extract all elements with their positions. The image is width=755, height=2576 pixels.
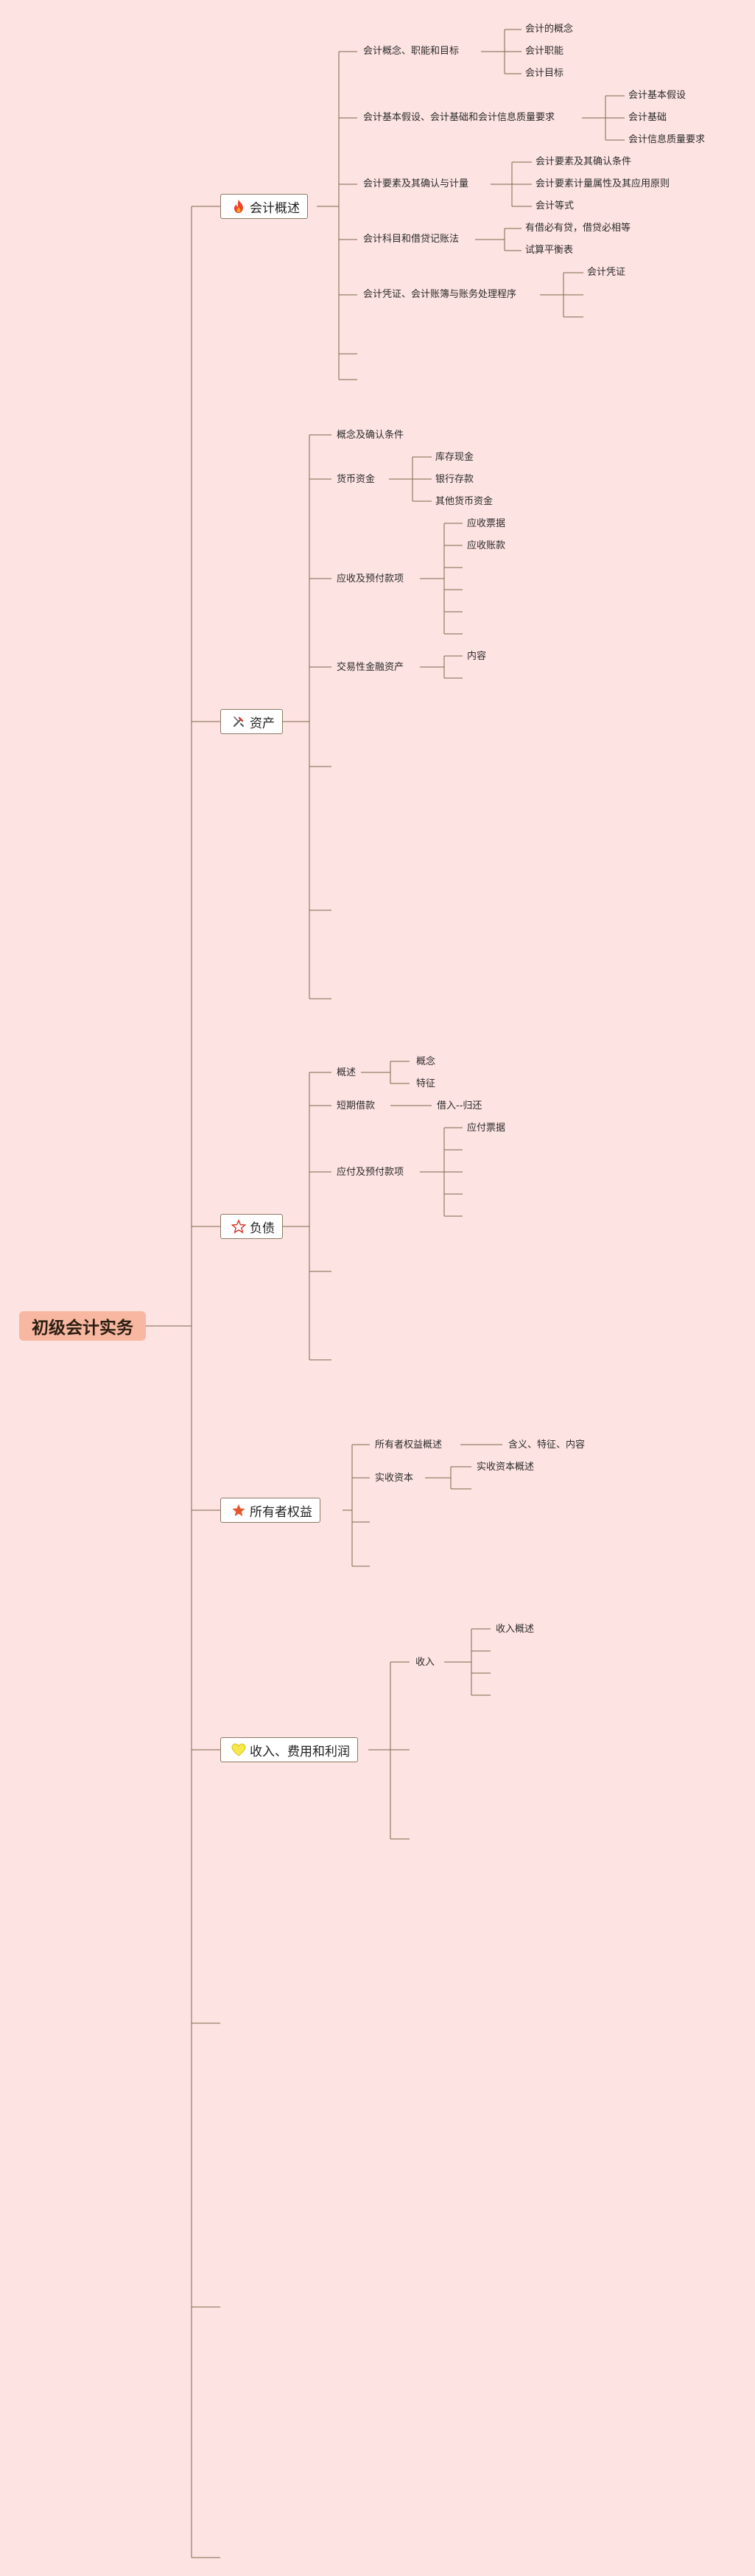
node-paid-in-capital[interactable]: 实收资本 — [375, 1473, 414, 1484]
fire-icon — [231, 199, 246, 214]
node-concept-functions-goals[interactable]: 会计概念、职能和目标 — [363, 46, 460, 57]
node-leaf[interactable]: 会计的概念 — [525, 24, 574, 35]
topic-liabilities[interactable]: 负债 — [220, 1214, 283, 1239]
node-leaf[interactable]: 会计要素计量属性及其应用原则 — [535, 178, 670, 189]
node-leaf[interactable]: 会计职能 — [525, 46, 564, 57]
node-leaf[interactable]: 库存现金 — [435, 452, 474, 463]
node-leaf[interactable]: 会计信息质量要求 — [628, 134, 706, 145]
node-receivables-prepayments[interactable]: 应收及预付款项 — [337, 573, 404, 584]
node-leaf[interactable]: 试算平衡表 — [525, 245, 574, 256]
node-leaf[interactable]: 会计要素及其确认条件 — [535, 156, 632, 167]
heart-icon — [231, 1742, 246, 1757]
node-leaf[interactable]: 有借必有贷，借贷必相等 — [525, 223, 631, 234]
node-equity-overview[interactable]: 所有者权益概述 — [375, 1439, 443, 1451]
topic-label: 所有者权益 — [250, 1504, 312, 1520]
node-leaf[interactable]: 应收票据 — [467, 518, 506, 529]
node-elements-recognition[interactable]: 会计要素及其确认与计量 — [363, 178, 469, 189]
node-accounts-debit-credit[interactable]: 会计科目和借贷记账法 — [363, 234, 460, 245]
node-leaf[interactable]: 收入概述 — [496, 1624, 535, 1635]
node-leaf[interactable]: 概念 — [416, 1056, 436, 1067]
node-concept-recognition[interactable]: 概念及确认条件 — [337, 430, 404, 441]
node-leaf[interactable]: 内容 — [467, 651, 487, 662]
node-leaf[interactable]: 实收资本概述 — [477, 1462, 535, 1473]
node-liabilities-overview[interactable]: 概述 — [337, 1067, 357, 1078]
topic-label: 资产 — [250, 716, 275, 731]
node-short-term-loans[interactable]: 短期借款 — [337, 1100, 376, 1111]
topic-label: 负债 — [250, 1221, 275, 1236]
star-outline-icon — [231, 1218, 246, 1234]
node-leaf[interactable]: 会计凭证 — [587, 267, 626, 278]
node-monetary-funds[interactable]: 货币资金 — [337, 474, 376, 485]
node-revenue[interactable]: 收入 — [415, 1657, 435, 1668]
topic-label: 收入、费用和利润 — [250, 1744, 350, 1759]
node-leaf[interactable]: 特征 — [416, 1078, 436, 1089]
root-topic[interactable]: 初级会计实务 — [19, 1311, 146, 1341]
node-leaf[interactable]: 其他货币资金 — [435, 496, 494, 507]
node-leaf[interactable]: 会计基本假设 — [628, 90, 686, 101]
star-filled-icon — [231, 1503, 246, 1518]
node-assumptions-basis-quality[interactable]: 会计基本假设、会计基础和会计信息质量要求 — [363, 112, 555, 123]
node-leaf[interactable]: 会计等式 — [535, 200, 575, 212]
topic-accounting-overview[interactable]: 会计概述 — [220, 194, 308, 219]
node-vouchers-books-procedures[interactable]: 会计凭证、会计账簿与账务处理程序 — [363, 289, 517, 300]
node-leaf[interactable]: 应收账款 — [467, 540, 506, 551]
node-trading-financial-assets[interactable]: 交易性金融资产 — [337, 662, 404, 673]
node-leaf[interactable]: 含义、特征、内容 — [508, 1439, 586, 1451]
node-payables-advances[interactable]: 应付及预付款项 — [337, 1167, 404, 1178]
topic-label: 会计概述 — [250, 200, 300, 216]
node-leaf[interactable]: 借入--归还 — [437, 1100, 482, 1111]
node-leaf[interactable]: 会计基础 — [628, 112, 667, 123]
node-leaf[interactable]: 银行存款 — [435, 474, 474, 485]
topic-assets[interactable]: 资产 — [220, 709, 283, 734]
node-leaf[interactable]: 应付票据 — [467, 1123, 506, 1134]
topic-owners-equity[interactable]: 所有者权益 — [220, 1498, 320, 1523]
node-leaf[interactable]: 会计目标 — [525, 68, 564, 79]
topic-revenue-expense-profit[interactable]: 收入、费用和利润 — [220, 1737, 358, 1762]
tools-icon — [231, 714, 246, 729]
